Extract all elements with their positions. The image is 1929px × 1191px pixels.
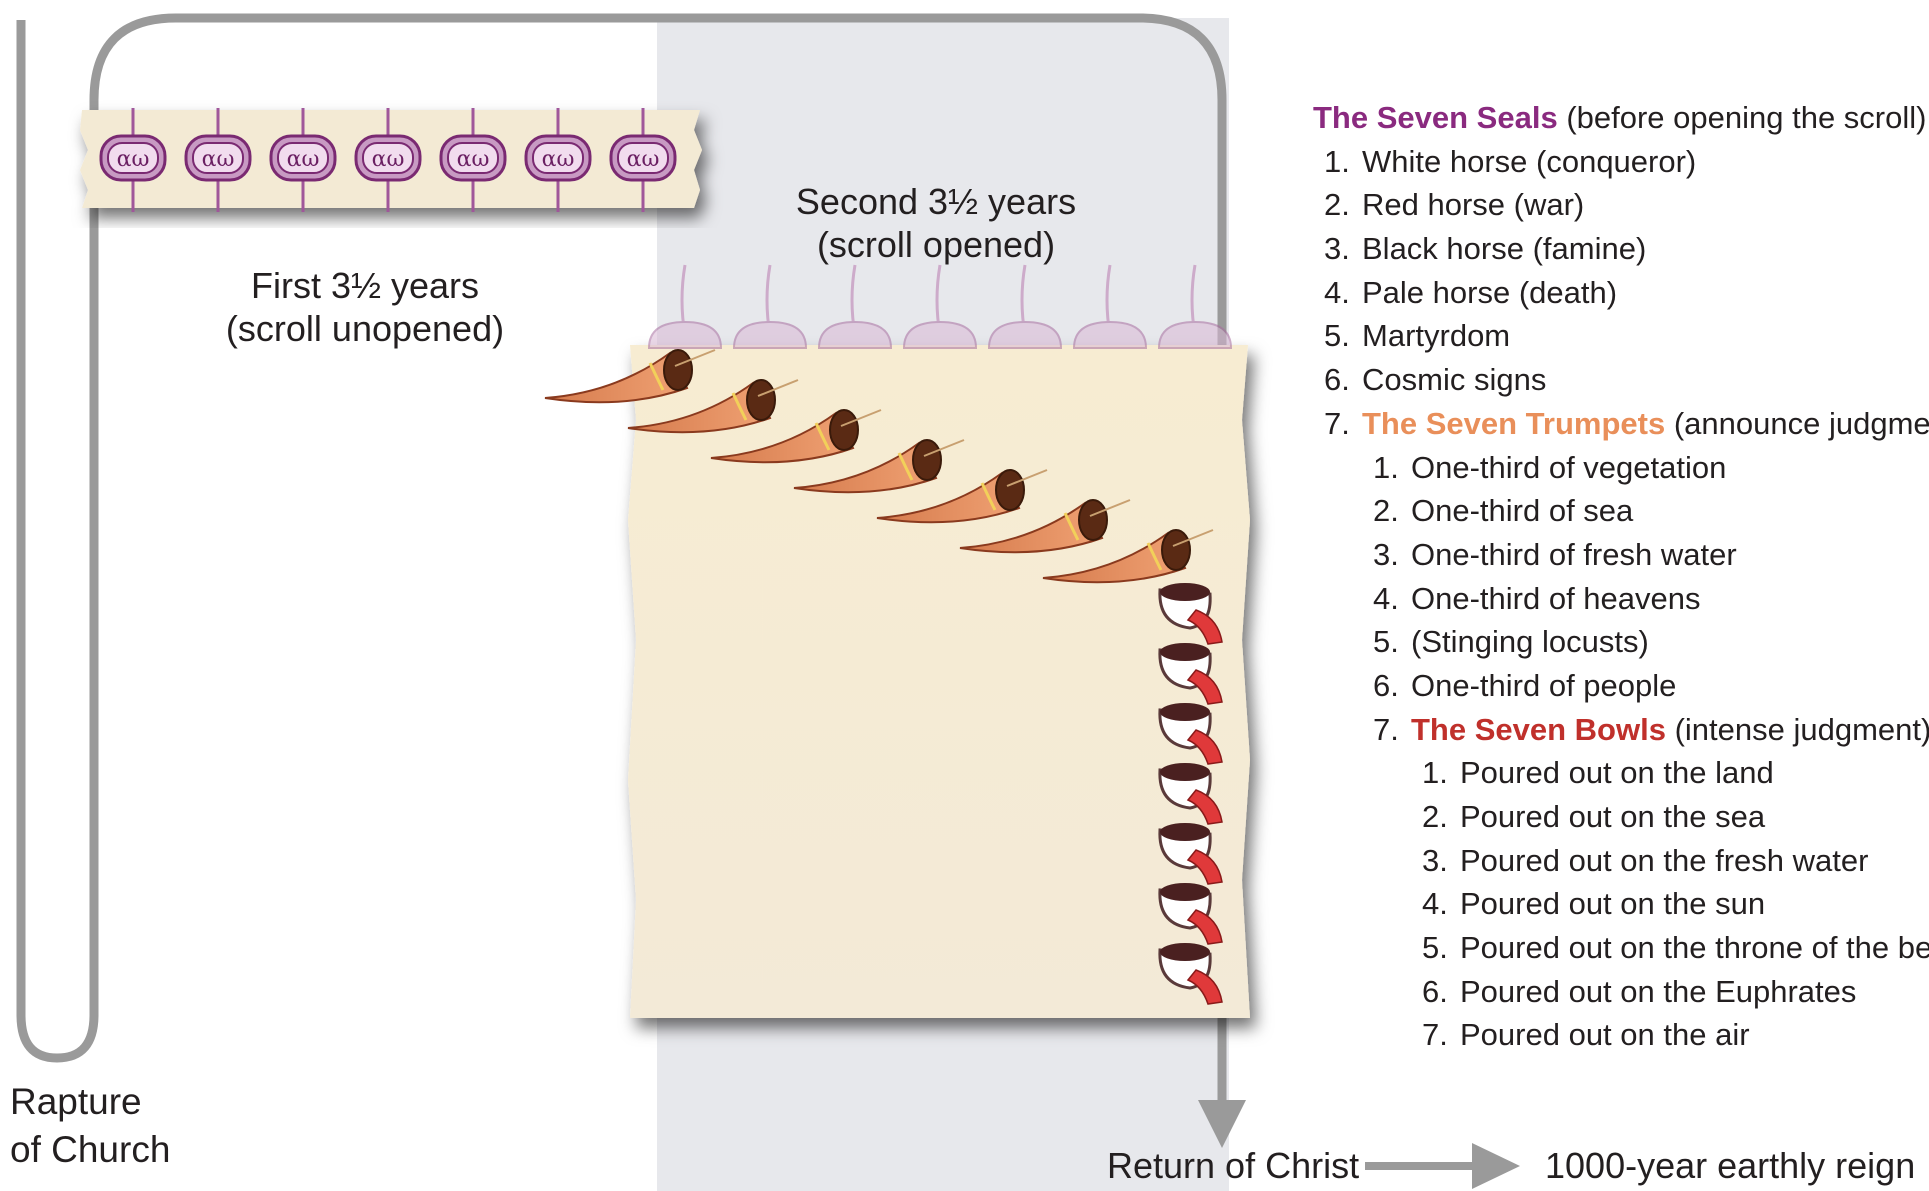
earthly-reign-label: 1000-year earthly reign <box>1545 1144 1915 1187</box>
bowl-item-text: Poured out on the Euphrates <box>1460 974 1856 1009</box>
seal-item-text: Cosmic signs <box>1362 362 1546 397</box>
trumpet-item-text: One-third of sea <box>1411 493 1633 528</box>
bowls-title: The Seven Bowls <box>1411 712 1666 747</box>
trumpet-item-text: One-third of fresh water <box>1411 537 1737 572</box>
bowl-item-7: 7.Poured out on the air <box>1313 1013 1929 1057</box>
seal-item-number: 2. <box>1324 183 1362 227</box>
seal-item-4: 4.Pale horse (death) <box>1313 271 1929 315</box>
seal-item-6: 6.Cosmic signs <box>1313 358 1929 402</box>
trumpet-item-number: 6. <box>1373 664 1411 708</box>
trumpet-item-text: (Stinging locusts) <box>1411 624 1649 659</box>
trumpet-item-text: One-third of vegetation <box>1411 450 1726 485</box>
bowl-item-text: Poured out on the fresh water <box>1460 843 1868 878</box>
bowl-item-2: 2.Poured out on the sea <box>1313 795 1929 839</box>
seal-glyph: αω <box>117 147 150 172</box>
bowl-item-number: 3. <box>1422 839 1460 883</box>
bowl-item-text: Poured out on the sun <box>1460 886 1765 921</box>
seal-glyph: αω <box>372 147 405 172</box>
trumpet-item-4: 4.One-third of heavens <box>1313 577 1929 621</box>
trumpet-item-number: 3. <box>1373 533 1411 577</box>
trumpet-item-number: 1. <box>1373 446 1411 490</box>
trumpet-item-3: 3.One-third of fresh water <box>1313 533 1929 577</box>
opened-scroll <box>628 345 1250 1018</box>
trumpet-item-6: 6.One-third of people <box>1313 664 1929 708</box>
trumpet-item-1: 1.One-third of vegetation <box>1313 446 1929 490</box>
bowls-note: (intense judgment) <box>1675 712 1929 747</box>
seal-glyph: αω <box>457 147 490 172</box>
bowl-item-number: 1. <box>1422 751 1460 795</box>
bowl-item-number: 2. <box>1422 795 1460 839</box>
seal-item-text: Martyrdom <box>1362 318 1510 353</box>
bowl-item-4: 4.Poured out on the sun <box>1313 882 1929 926</box>
seals-heading: The Seven Seals (before opening the scro… <box>1313 96 1929 140</box>
bowl-item-number: 5. <box>1422 926 1460 970</box>
bowl-item-1: 1.Poured out on the land <box>1313 751 1929 795</box>
seal-item-number: 1. <box>1324 140 1362 184</box>
seal-item-5: 5.Martyrdom <box>1313 314 1929 358</box>
trumpet-item-number: 4. <box>1373 577 1411 621</box>
seals-title: The Seven Seals <box>1313 100 1558 135</box>
seal-item-number: 4. <box>1324 271 1362 315</box>
seal-item-text: Black horse (famine) <box>1362 231 1646 266</box>
bowl-item-number: 6. <box>1422 970 1460 1014</box>
seal-glyph: αω <box>202 147 235 172</box>
bowl-item-number: 4. <box>1422 882 1460 926</box>
seal-item-number: 3. <box>1324 227 1362 271</box>
trumpet-item-7: 7.The Seven Bowls (intense judgment) <box>1313 708 1929 752</box>
return-of-christ-label: Return of Christ <box>1107 1144 1359 1187</box>
trumpets-note: (announce judgment) <box>1674 406 1929 441</box>
seals-note: (before opening the scroll) <box>1566 100 1926 135</box>
seal-item-text: White horse (conqueror) <box>1362 144 1696 179</box>
rapture-line1: Rapture <box>10 1078 170 1126</box>
seal-item-1: 1.White horse (conqueror) <box>1313 140 1929 184</box>
first-period-title: First 3½ years <box>215 264 515 307</box>
bowl-item-6: 6.Poured out on the Euphrates <box>1313 970 1929 1014</box>
judgment-list: The Seven Seals (before opening the scro… <box>1313 96 1929 1057</box>
bowl-item-text: Poured out on the sea <box>1460 799 1765 834</box>
seal-item-7-number: 7. <box>1324 402 1362 446</box>
reign-arrow <box>1365 1143 1520 1189</box>
bowl-item-text: Poured out on the air <box>1460 1017 1750 1052</box>
trumpet-item-number: 5. <box>1373 620 1411 664</box>
trumpet-item-text: One-third of heavens <box>1411 581 1701 616</box>
rapture-label: Rapture of Church <box>10 1078 170 1174</box>
trumpets-title: The Seven Trumpets <box>1362 406 1665 441</box>
seal-item-7: 7.The Seven Trumpets (announce judgment) <box>1313 402 1929 446</box>
first-period-label: First 3½ years (scroll unopened) <box>215 264 515 350</box>
second-period-label: Second 3½ years (scroll opened) <box>786 180 1086 266</box>
rapture-line2: of Church <box>10 1126 170 1174</box>
trumpet-item-2: 2.One-third of sea <box>1313 489 1929 533</box>
bowl-item-3: 3.Poured out on the fresh water <box>1313 839 1929 883</box>
bowl-item-text: Poured out on the land <box>1460 755 1774 790</box>
bowl-item-5: 5.Poured out on the throne of the beast <box>1313 926 1929 970</box>
seal-items: 1.White horse (conqueror)2.Red horse (wa… <box>1313 140 1929 402</box>
seal-glyph: αω <box>287 147 320 172</box>
seal-item-text: Pale horse (death) <box>1362 275 1617 310</box>
seal-item-text: Red horse (war) <box>1362 187 1584 222</box>
trumpet-item-text: One-third of people <box>1411 668 1676 703</box>
seal-item-2: 2.Red horse (war) <box>1313 183 1929 227</box>
seal-glyph: αω <box>627 147 660 172</box>
second-period-title: Second 3½ years <box>786 180 1086 223</box>
trumpet-item-7-number: 7. <box>1373 708 1411 752</box>
second-period-subtitle: (scroll opened) <box>786 223 1086 266</box>
bowl-item-text: Poured out on the throne of the beast <box>1460 930 1929 965</box>
seal-glyph: αω <box>542 147 575 172</box>
bowl-item-number: 7. <box>1422 1013 1460 1057</box>
seal-item-3: 3.Black horse (famine) <box>1313 227 1929 271</box>
trumpet-item-5: 5.(Stinging locusts) <box>1313 620 1929 664</box>
first-period-subtitle: (scroll unopened) <box>215 307 515 350</box>
seal-item-number: 6. <box>1324 358 1362 402</box>
seal-item-number: 5. <box>1324 314 1362 358</box>
trumpet-item-number: 2. <box>1373 489 1411 533</box>
